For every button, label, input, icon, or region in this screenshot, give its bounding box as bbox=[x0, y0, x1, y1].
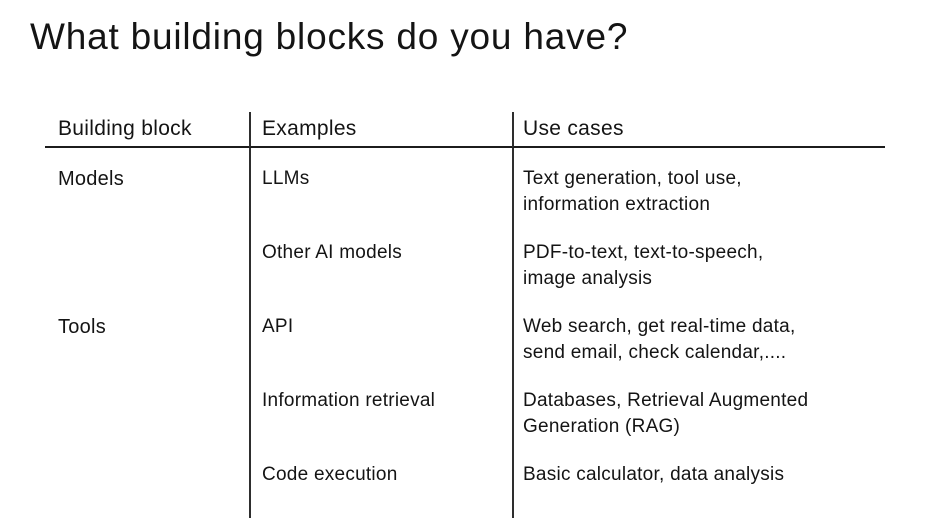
column-header-building-block: Building block bbox=[45, 112, 249, 148]
column-header-examples: Examples bbox=[249, 112, 512, 148]
row-code-exec-example: Code execution bbox=[249, 444, 512, 518]
row-code-exec-building-block bbox=[45, 444, 249, 518]
row-other-ai-use-cases: PDF-to-text, text-to-speech, image analy… bbox=[512, 222, 885, 296]
row-code-exec-use-cases: Basic calculator, data analysis bbox=[512, 444, 885, 518]
row-info-retrieval-example: Information retrieval bbox=[249, 370, 512, 444]
slide: What building blocks do you have? Buildi… bbox=[30, 16, 885, 518]
row-api-example: API bbox=[249, 296, 512, 370]
row-models-building-block: Models bbox=[58, 168, 124, 190]
row-llms-use-cases: Text generation, tool use, information e… bbox=[512, 148, 885, 222]
row-other-ai-example: Other AI models bbox=[249, 222, 512, 296]
row-info-retrieval-use-cases: Databases, Retrieval Augmented Generatio… bbox=[512, 370, 885, 444]
building-blocks-table: Building block Examples Use cases Models… bbox=[45, 112, 885, 518]
row-tools-building-block: Tools bbox=[58, 316, 106, 338]
row-llms-example: LLMs bbox=[249, 148, 512, 222]
slide-title: What building blocks do you have? bbox=[30, 16, 629, 57]
row-other-ai-building-block bbox=[45, 222, 249, 296]
row-api-use-cases: Web search, get real-time data, send ema… bbox=[512, 296, 885, 370]
column-header-use-cases: Use cases bbox=[512, 112, 885, 148]
row-info-retrieval-building-block bbox=[45, 370, 249, 444]
